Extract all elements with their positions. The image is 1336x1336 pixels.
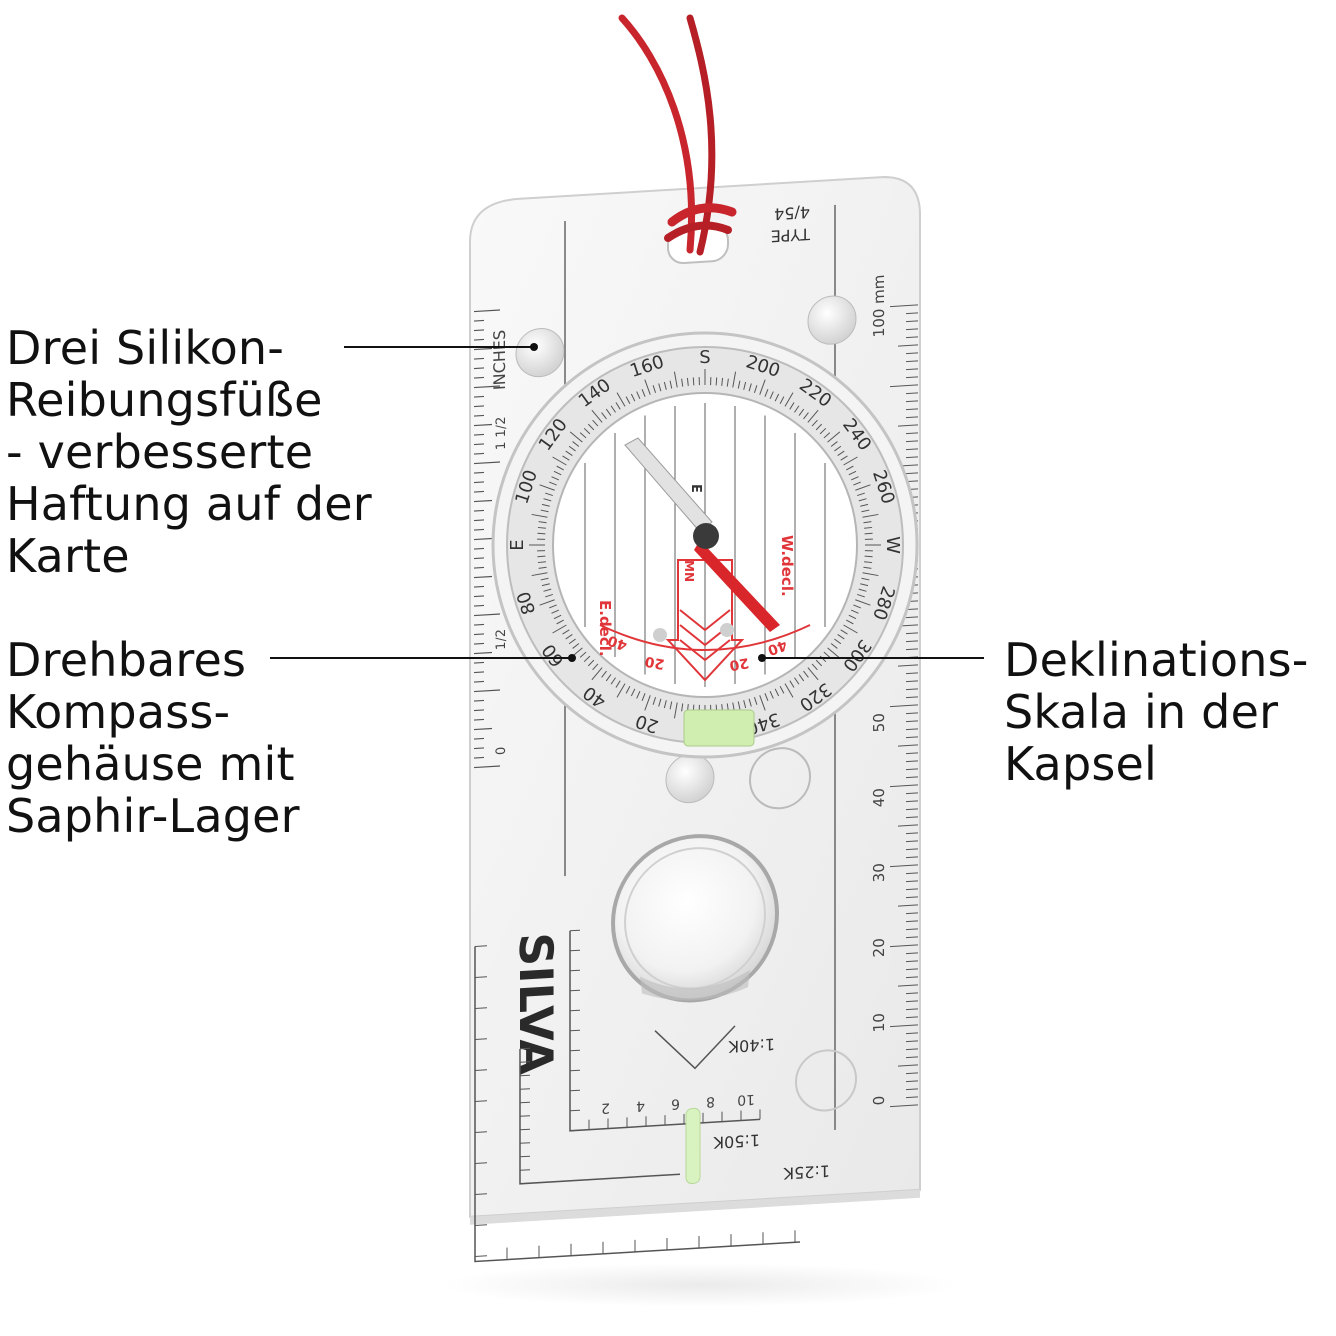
direction-arrow — [654, 1025, 736, 1070]
needle-e-mark: E — [688, 484, 703, 493]
callout-line: Saphir-Lager — [6, 789, 300, 843]
callout-rotating-housing: Drehbares Kompass- gehäuse mit Saphir-La… — [6, 634, 300, 842]
scale-40k: 1:40K — [728, 1035, 775, 1057]
leader-dot-feet — [530, 343, 538, 351]
declination-scale — [599, 624, 811, 651]
bezel-luminous-tab — [683, 709, 755, 747]
needle-north — [694, 540, 780, 632]
mn-label: MN — [682, 560, 696, 582]
romer-digit-2: 2 — [601, 1099, 610, 1116]
plate-edge — [470, 1189, 920, 1225]
scribe-hole — [749, 747, 811, 810]
decl-right-20: 20 — [728, 654, 750, 673]
silicone-foot-left — [515, 328, 565, 378]
needle-pivot — [693, 523, 719, 549]
callout-line: Kapsel — [1004, 737, 1157, 791]
mm-tick-10: 10 — [870, 1013, 888, 1033]
silicone-foot-right — [807, 295, 857, 345]
mm-tick-50: 50 — [870, 713, 888, 733]
mm-tick-30: 30 — [870, 863, 888, 883]
type-value: 4/54 — [774, 202, 810, 223]
callout-line: Reibungsfüße — [6, 373, 323, 427]
decl-left-20: 20 — [643, 653, 665, 672]
callout-line: gehäuse mit — [6, 737, 295, 791]
bezel-degree-label: E — [507, 539, 528, 550]
mm-label: 100 mm — [870, 274, 888, 338]
romer-digit-4: 4 — [636, 1097, 645, 1114]
luminous-marker — [685, 1107, 701, 1184]
silva-logo: SILVA — [509, 931, 563, 1076]
plate-shadow — [440, 1263, 960, 1307]
callout-declination-scale: Deklinations- Skala in der Kapsel — [1004, 634, 1309, 790]
romer-digit-8: 8 — [706, 1093, 715, 1110]
leader-line-feet — [344, 346, 534, 348]
luminous-dot-right — [720, 623, 734, 637]
callout-line: Kompass- — [6, 685, 231, 739]
romer-digit-10: 10 — [737, 1091, 755, 1108]
bezel-degree-label: S — [699, 347, 710, 368]
luminous-dot-left — [653, 628, 667, 642]
leader-line-declination — [762, 657, 984, 659]
callout-line: Drehbares — [6, 633, 247, 687]
callout-line: Skala in der — [1004, 685, 1279, 739]
leader-dot-declination — [758, 654, 766, 662]
callout-line: Drei Silikon- — [6, 321, 285, 375]
orienting-arrow — [665, 559, 745, 682]
east-decl-label: E.decl. — [596, 600, 614, 657]
leader-line-housing — [270, 657, 572, 659]
callout-line: Haftung auf der — [6, 477, 372, 531]
inch-tick-0: 0 — [494, 746, 509, 755]
mm-tick-0: 0 — [870, 1095, 888, 1106]
inch-tick-half: 1/2 — [494, 629, 509, 651]
needle-south — [624, 437, 713, 533]
bezel-degree-label: W — [882, 536, 903, 554]
romer-digit-6: 6 — [671, 1095, 680, 1112]
leader-dot-housing — [568, 654, 576, 662]
romer-ticks — [474, 929, 796, 1262]
callout-friction-feet: Drei Silikon- Reibungsfüße - verbesserte… — [6, 322, 372, 582]
inches-label: INCHES — [490, 329, 509, 390]
inch-tick-1-5: 1 1/2 — [494, 416, 509, 450]
mm-tick-40: 40 — [870, 788, 888, 808]
inch-ruler — [474, 309, 500, 769]
type-label: TYPE — [771, 224, 811, 245]
scale-25k: 1:25K — [783, 1161, 830, 1183]
decl-left-40: 40 — [605, 631, 629, 653]
scale-50k: 1:50K — [713, 1130, 760, 1152]
mm-tick-20: 20 — [870, 938, 888, 958]
callout-line: Deklinations- — [1004, 633, 1309, 687]
compass-housing[interactable]: S200220240260W280300320340N20406080E1001… — [491, 331, 919, 759]
decl-right-40: 40 — [765, 636, 789, 658]
west-decl-label: W.decl. — [778, 535, 796, 597]
callout-line: Karte — [6, 529, 130, 583]
callout-line: - verbesserte — [6, 425, 314, 479]
lower-hole — [795, 1049, 857, 1112]
